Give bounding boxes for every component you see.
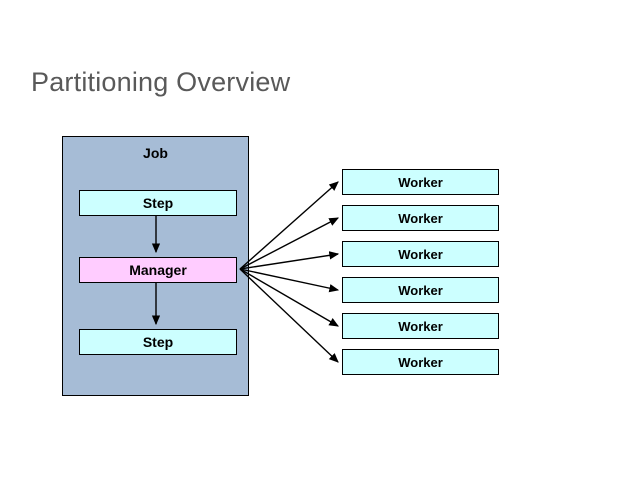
worker-box-2-label: Worker (398, 210, 443, 226)
job-container[interactable]: Job Step Manager Step (62, 136, 249, 396)
worker-box-3-label: Worker (398, 246, 443, 262)
page-title: Partitioning Overview (31, 67, 291, 97)
job-label: Job (143, 145, 168, 161)
node-step-1[interactable]: Step (79, 190, 237, 216)
worker-box-3[interactable]: Worker (342, 241, 499, 267)
worker-box-2[interactable]: Worker (342, 205, 499, 231)
node-manager-label: Manager (129, 262, 187, 278)
node-step-1-label: Step (142, 195, 174, 211)
worker-box-5[interactable]: Worker (342, 313, 499, 339)
worker-box-1[interactable]: Worker (342, 169, 499, 195)
arrow-manager-to-worker-3 (239, 251, 340, 270)
worker-box-6-label: Worker (398, 354, 443, 370)
worker-box-6[interactable]: Worker (342, 349, 499, 375)
arrow-manager-to-worker-5 (239, 268, 339, 327)
node-step-2-label: Step (142, 334, 174, 350)
worker-box-4-label: Worker (398, 282, 443, 298)
arrow-manager-to-worker-2 (239, 217, 339, 270)
arrow-manager-to-worker-1 (239, 181, 339, 270)
node-manager[interactable]: Manager (79, 257, 237, 283)
worker-box-4[interactable]: Worker (342, 277, 499, 303)
arrow-manager-to-worker-6 (239, 268, 339, 363)
arrow-manager-to-worker-4 (239, 268, 340, 293)
worker-box-5-label: Worker (398, 318, 443, 334)
worker-box-1-label: Worker (398, 174, 443, 190)
node-step-2[interactable]: Step (79, 329, 237, 355)
